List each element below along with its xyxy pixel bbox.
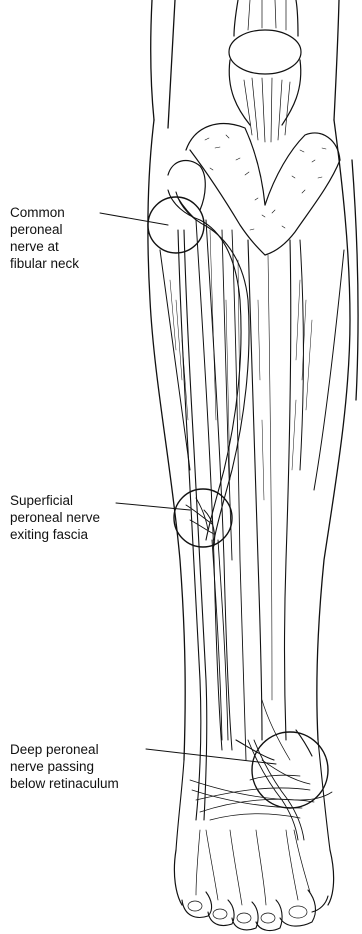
label-line: peroneal <box>10 221 79 238</box>
label-line: fibular neck <box>10 255 79 272</box>
foot-outline <box>174 850 333 905</box>
callout-circle-superficial <box>174 489 232 547</box>
peroneal-nerve <box>168 190 249 820</box>
label-deep-peroneal: Deep peroneal nerve passing below retina… <box>10 741 119 792</box>
label-line: nerve at <box>10 238 79 255</box>
leader-superficial <box>116 503 190 510</box>
toes <box>182 890 328 930</box>
leg-outline <box>148 120 358 760</box>
label-line: nerve passing <box>10 758 119 775</box>
label-line: Deep peroneal <box>10 741 119 758</box>
fibula-shaft <box>196 220 232 750</box>
label-line: below retinaculum <box>10 775 119 792</box>
label-common-peroneal: Common peroneal nerve at fibular neck <box>10 204 79 272</box>
condyle-texture <box>205 135 326 230</box>
label-superficial-peroneal: Superficial peroneal nerve exiting fasci… <box>10 492 100 543</box>
thigh-outline <box>151 0 339 128</box>
leader-common <box>100 213 168 225</box>
callout-circle-common <box>148 197 204 253</box>
callout-circles <box>148 197 328 808</box>
label-line: exiting fascia <box>10 526 100 543</box>
label-line: Common <box>10 204 79 221</box>
label-line: peroneal nerve <box>10 509 100 526</box>
tibia-shaft <box>248 240 291 740</box>
tibial-condyles <box>186 124 340 255</box>
toe-tendons <box>196 830 310 905</box>
callout-circle-deep <box>252 732 328 808</box>
patellar-tendon <box>244 78 290 142</box>
extensor-retinaculum <box>190 760 332 820</box>
patella <box>229 0 301 125</box>
label-line: Superficial <box>10 492 100 509</box>
deep-peroneal-nerve <box>248 740 304 840</box>
